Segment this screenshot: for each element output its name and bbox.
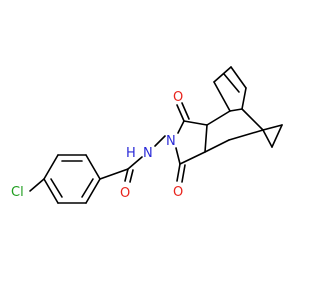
bond <box>204 124 208 153</box>
bond <box>262 129 273 148</box>
bond <box>179 151 206 165</box>
bond <box>229 108 243 112</box>
bond <box>213 81 231 112</box>
amide-nitrogen-label: N <box>143 146 153 161</box>
bond-n-n <box>154 135 166 147</box>
bond <box>85 154 101 180</box>
bond <box>43 178 59 204</box>
imide-co-top-bond <box>181 102 190 120</box>
amide-hydrogen-label: H <box>126 146 136 161</box>
bond-carbonyl-nh <box>127 156 143 170</box>
imide-co-top-bond <box>176 104 185 122</box>
chlorobenzene-ring <box>43 154 101 204</box>
bond-c-cl <box>29 178 45 192</box>
bond <box>183 120 208 126</box>
bond <box>43 154 59 180</box>
imide-nitrogen-label: N <box>166 134 176 149</box>
aromatic-double-bond <box>81 178 94 198</box>
bond <box>213 66 232 83</box>
bond <box>177 120 185 134</box>
molecule-structure-diagram: Cl O N H N O O <box>11 66 283 204</box>
spiro-cyclopropane <box>262 124 283 148</box>
molecule-svg: Cl O N H N O O <box>11 66 283 204</box>
amide-co-bond <box>124 168 129 182</box>
bond <box>85 178 101 204</box>
succinimide-ring <box>175 120 208 165</box>
bond <box>175 147 181 165</box>
imide-co-bottom-bond <box>181 164 186 183</box>
bond <box>230 66 247 89</box>
aromatic-double-bond <box>50 178 63 198</box>
bond <box>241 108 264 131</box>
bond <box>271 124 283 148</box>
alkene-double-bond <box>223 73 240 93</box>
imide-bottom-oxygen-label: O <box>173 185 183 200</box>
bond <box>262 124 283 131</box>
bond <box>204 139 230 153</box>
bond-ring-carbonyl <box>99 168 129 180</box>
amide-oxygen-label: O <box>120 186 130 201</box>
bond <box>206 110 231 126</box>
bond <box>241 87 247 110</box>
bicyclic-cage <box>204 66 264 153</box>
imide-co-bottom-bond <box>176 163 181 182</box>
amide-co-bond <box>129 169 134 183</box>
bond <box>228 129 264 141</box>
imide-top-oxygen-label: O <box>173 90 183 105</box>
chlorine-atom-label: Cl <box>11 185 24 200</box>
